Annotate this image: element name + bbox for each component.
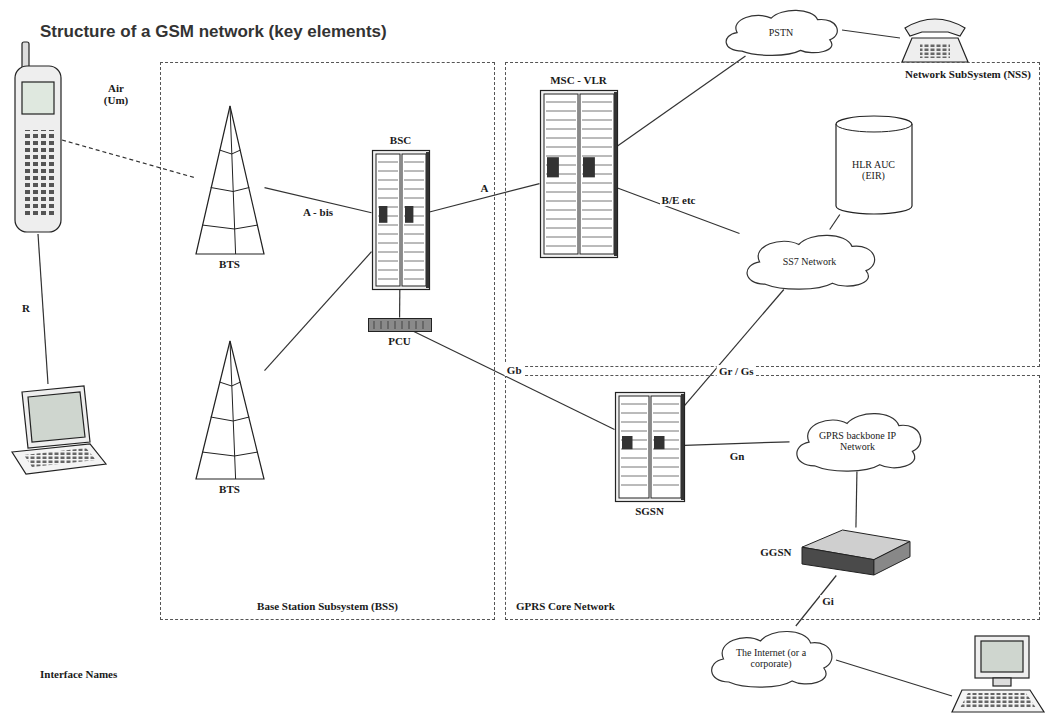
node-label: GGSN [760,545,791,558]
equipment-rack: BSC [372,150,430,290]
equipment-rack: MSC - VLR [540,90,618,258]
interface-link [856,472,857,528]
access-links [38,30,952,696]
node-label: BTS [219,258,240,271]
node-label: PSTN [739,27,824,38]
network-cloud: SS7 Network [740,230,880,290]
interface-link [265,252,372,371]
interface-name: A - bis [301,206,335,218]
interface-link [618,188,740,233]
interface-label: Air (Um) [96,82,136,106]
database-cylinder: HLR AUC (EIR) [835,115,913,215]
interface-name: A [479,182,491,194]
bts-tower: BTS [195,340,265,480]
pcu-unit-outline [368,318,432,332]
interface-link [265,188,372,213]
interface-name: Gn [728,450,747,462]
interface-link [685,442,790,446]
equipment-rack-outline [372,150,430,290]
interface-name: Gi [820,595,836,607]
equipment-rack: SGSN [615,392,685,502]
interface-link [830,215,840,230]
interface-link [618,56,746,146]
node-label: BTS [219,483,240,496]
equipment-rack-outline [615,392,685,502]
caption-note: Interface Names [40,668,117,680]
subsystem-region: BTS BSC PCU BTS Base Station Subsystem (BSS) [160,62,495,620]
node-label: PCU [388,335,411,348]
region-heading: Base Station Subsystem (BSS) [257,600,398,613]
subsystem-region: MSC - VLR HLR AUC (EIR) SS7 Network Network… [505,62,1040,367]
node-label: SGSN [635,505,664,518]
mobile-phone [15,42,61,232]
region-heading: Network SubSystem (NSS) [905,68,1031,81]
network-cloud: PSTN [720,6,842,56]
interface-label: R [22,302,30,314]
desktop-computer [952,636,1044,712]
bts-tower-outline [195,105,265,255]
interface-link [430,184,540,212]
interface-link [399,290,400,318]
telephone [902,19,968,62]
network-cloud: The Internet (or a corporate) [705,626,837,688]
bts-tower: BTS [195,105,265,255]
router-device: GGSN [800,528,912,576]
node-label: HLR AUC (EIR) [847,159,901,181]
interface-link [414,332,615,430]
equipment-rack-outline [540,90,618,258]
interface-link [685,290,784,406]
subsystem-region: SGSN GPRS backbone IP NetworkGGSN GPRS Cor… [505,375,1040,620]
region-heading: GPRS Core Network [516,600,615,613]
pcu-unit: PCU [368,318,432,332]
node-label: MSC - VLR [550,74,607,87]
node-label: SS7 Network [761,255,859,266]
node-label: The Internet (or a corporate) [725,647,817,669]
node-label: GPRS backbone IP Network [810,430,905,452]
network-cloud: GPRS backbone IP Network [790,408,926,472]
interface-name: B/E etc [660,194,698,206]
node-label: BSC [390,134,411,147]
laptop [12,386,106,474]
bts-tower-outline [195,340,265,480]
interface-link [796,576,836,627]
diagram-title: Structure of a GSM network (key elements… [40,22,387,42]
router-device-outline [800,528,912,576]
